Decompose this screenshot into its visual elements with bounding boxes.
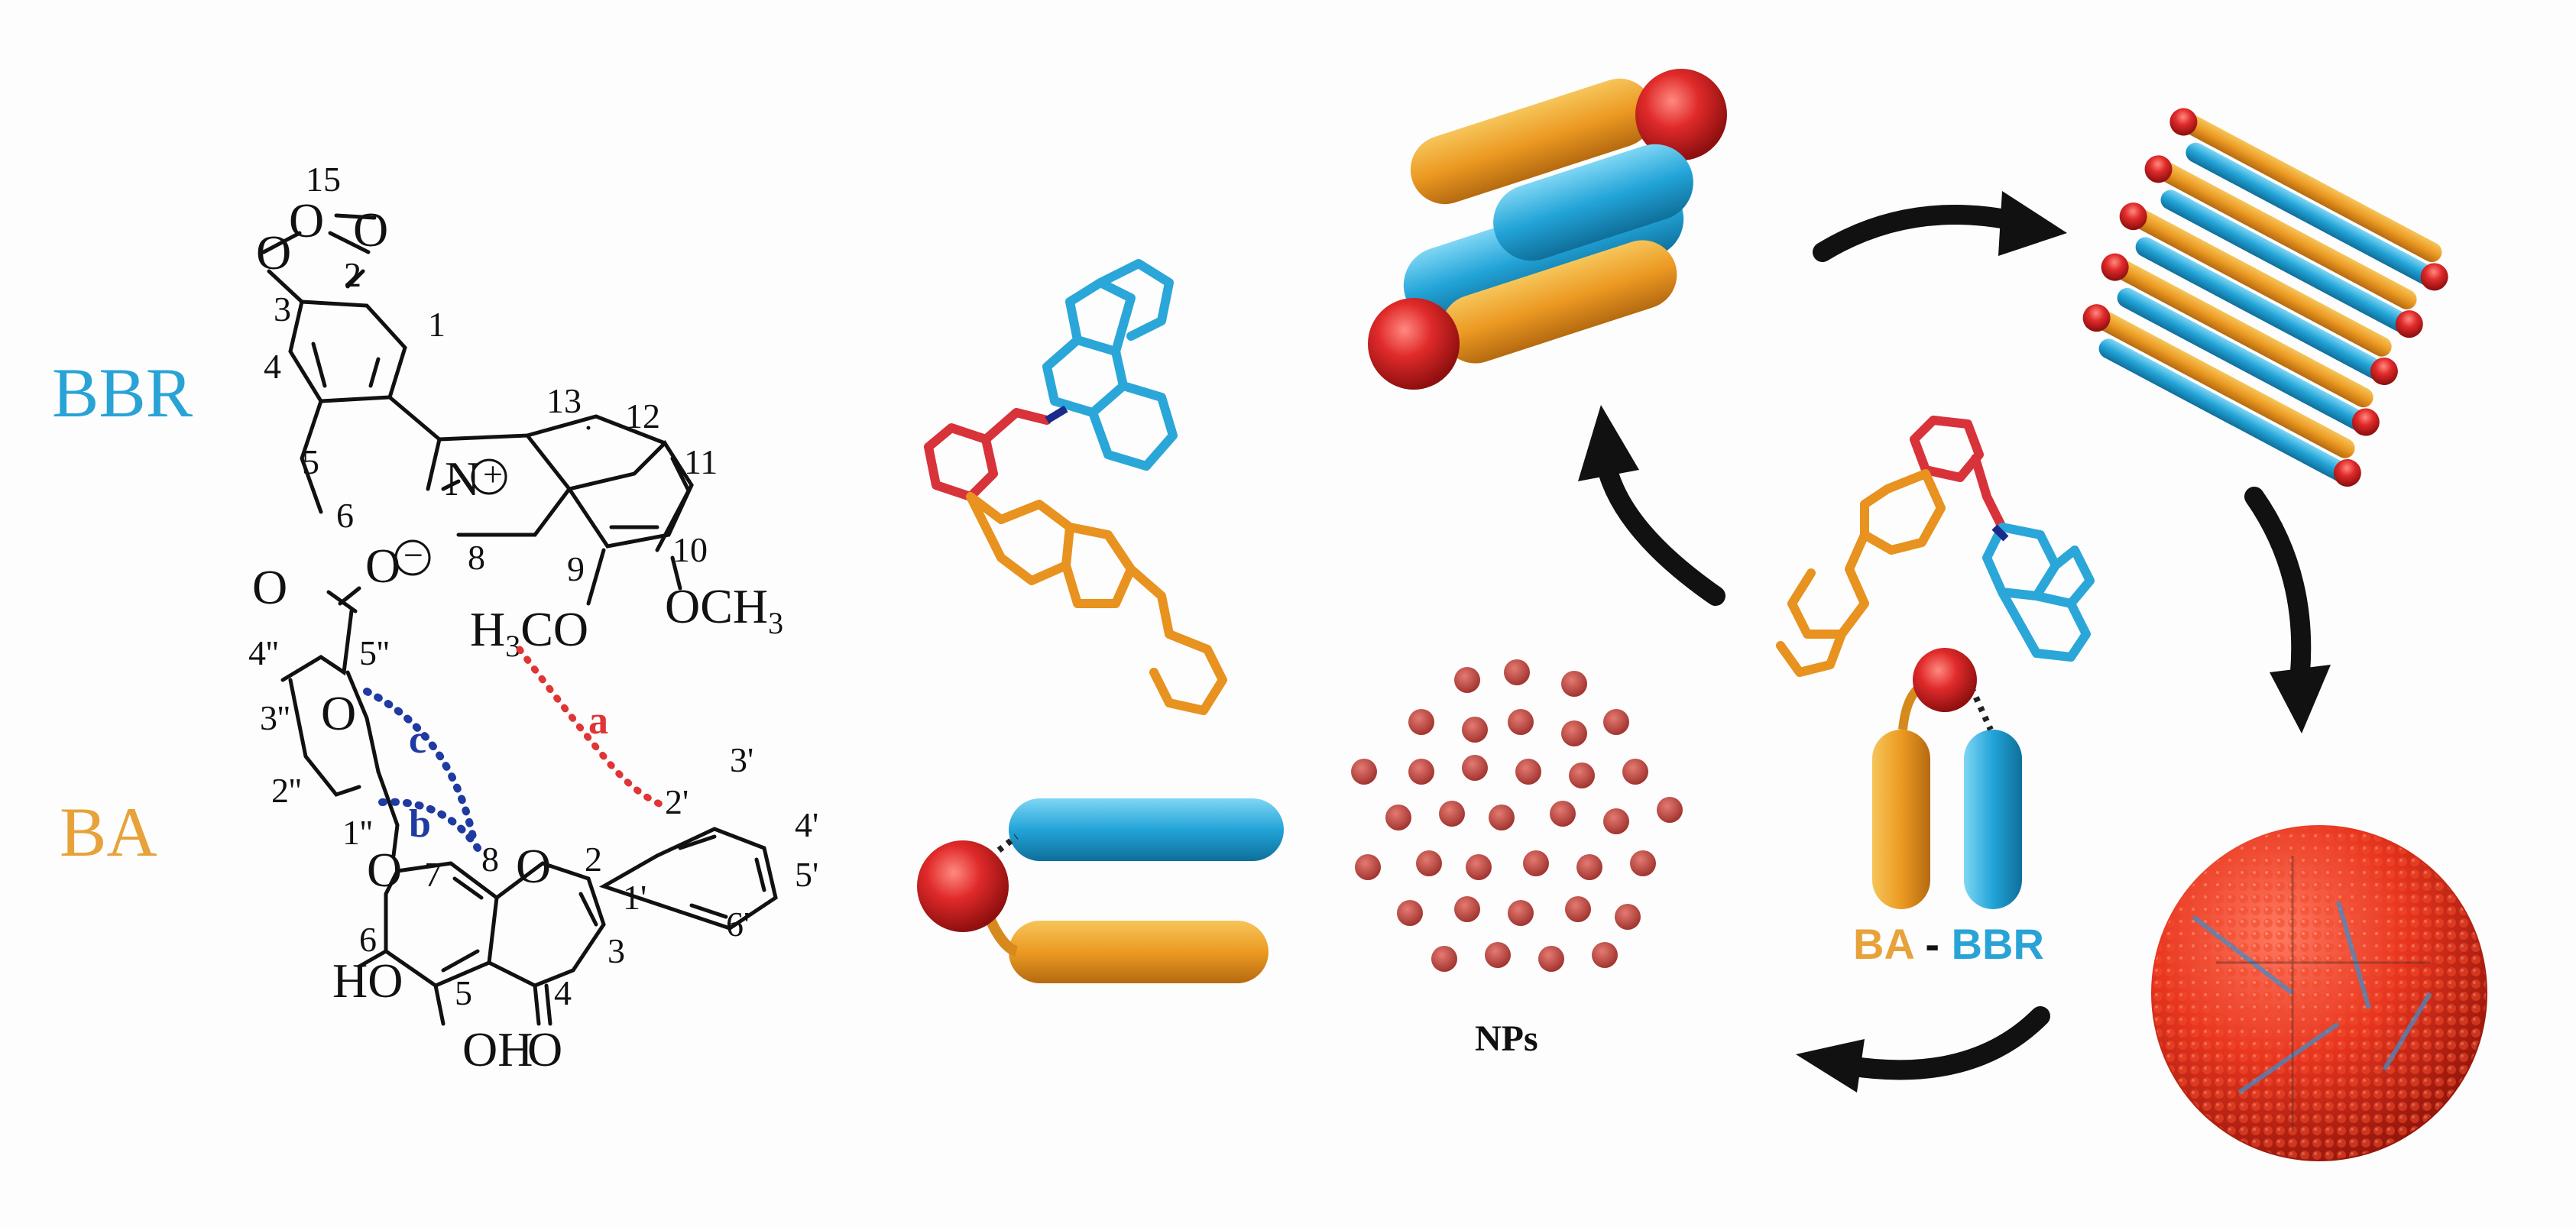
ba-bbr-u-model: BA - BBR (1853, 648, 2044, 968)
num-3pp: 3'' (260, 698, 290, 737)
atom-oh-5: OH (462, 1022, 533, 1076)
num-3: 3 (274, 290, 291, 329)
nanoparticle-dots (1351, 659, 1683, 972)
cycle-arrow-icon (1599, 464, 1725, 606)
atom-o-carbonyl: O (252, 560, 287, 614)
num-5b: 5 (455, 973, 472, 1012)
num-1p: 1' (623, 878, 646, 917)
num-15: 15 (306, 160, 341, 199)
atom-o-flavone: O (516, 839, 551, 893)
interaction-line-b (378, 798, 481, 852)
bbr-label: BBR (52, 354, 193, 432)
num-4b: 4 (554, 973, 572, 1012)
num-2p: 2' (665, 782, 689, 821)
atom-h3co-9: H3CO (470, 602, 588, 663)
molecular-stick-model-left (924, 259, 1227, 715)
num-10: 10 (672, 530, 708, 569)
num-2: 2 (344, 255, 361, 294)
cycle-arrow-icon (1839, 1006, 2050, 1080)
num-6: 6 (336, 496, 354, 535)
interaction-line-c (363, 688, 478, 844)
num-11: 11 (684, 442, 718, 481)
nps-label: NPs (1475, 1018, 1538, 1059)
num-13: 13 (546, 381, 582, 420)
num-4: 4 (264, 347, 281, 386)
num-2b: 2 (585, 840, 602, 879)
stacked-dimer-model (1368, 69, 1727, 390)
num-6p: 6' (726, 905, 750, 944)
num-8: 8 (468, 538, 485, 577)
atom-o-2: O (353, 202, 388, 257)
atom-o-carboxylate: O (365, 539, 400, 593)
red-sphere-icon (1913, 648, 1977, 712)
nanoparticle-sphere-icon (2151, 825, 2487, 1161)
num-9: 9 (567, 549, 585, 588)
num-1: 1 (428, 305, 446, 344)
interaction-label-a: a (588, 699, 608, 743)
interaction-label-b: b (409, 802, 431, 846)
num-4pp: 4'' (248, 633, 279, 672)
red-sphere-icon (917, 840, 1009, 932)
red-sphere-icon (1368, 298, 1460, 390)
ba-bbr-label: BA - BBR (1853, 920, 2044, 968)
num-3p: 3' (730, 740, 753, 779)
atom-n: N (445, 452, 480, 506)
chemical-structure: BBR BA O O (52, 160, 818, 1076)
atom-ho-6: HO (332, 953, 403, 1008)
num-5pp: 5'' (359, 633, 390, 672)
ba-label: BA (60, 793, 157, 871)
atom-o-glycoside: O (367, 843, 402, 897)
ba-bbr-rod-model-left (917, 798, 1284, 983)
num-8b: 8 (481, 840, 499, 879)
num-12: 12 (625, 397, 660, 435)
cycle-arrows (1578, 191, 2331, 1093)
num-5p: 5' (795, 855, 818, 894)
molecular-stick-model-right (1776, 416, 2095, 677)
interaction-label-c: c (409, 718, 426, 762)
atom-o-3: O (256, 225, 291, 280)
num-5: 5 (302, 442, 319, 481)
num-6b: 6 (359, 920, 377, 959)
atom-o-keto: O (527, 1022, 562, 1076)
num-2pp: 2'' (271, 771, 302, 810)
interaction-line-a (516, 646, 669, 810)
atom-o-ring: O (321, 686, 356, 740)
atom-och3-10: OCH3 (665, 579, 783, 640)
cycle-arrow-icon (2244, 487, 2312, 682)
layered-stack-assembly (2069, 108, 2448, 492)
atom-o-15: O (289, 193, 324, 248)
num-7: 7 (424, 855, 442, 894)
cycle-arrow-icon (1813, 205, 2027, 262)
num-1pp: 1'' (342, 813, 373, 852)
num-4p: 4' (795, 805, 818, 844)
num-3b: 3 (608, 931, 625, 970)
red-sphere-icon (1635, 69, 1727, 160)
